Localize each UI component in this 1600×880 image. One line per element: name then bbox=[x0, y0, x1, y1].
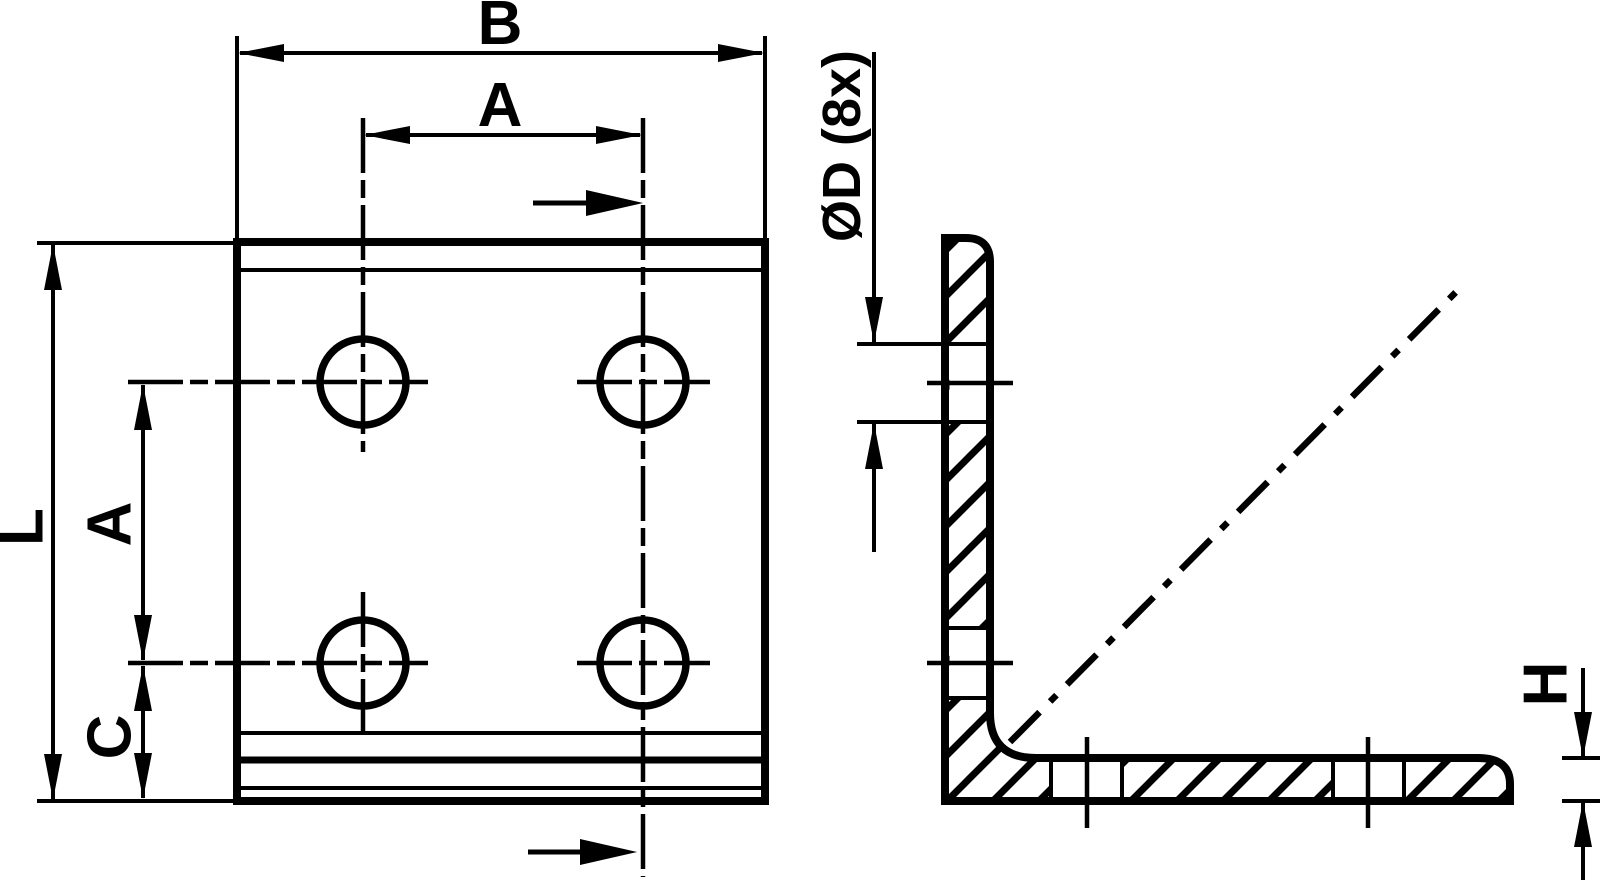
arrowhead-up-icon bbox=[134, 665, 152, 711]
section-hole-centerlines bbox=[927, 380, 1371, 828]
dim-L-label: L bbox=[0, 508, 57, 546]
plate-outline bbox=[233, 238, 769, 805]
arrowhead-right-icon bbox=[596, 126, 642, 144]
dim-H: H bbox=[1512, 662, 1600, 880]
arrowhead-left-icon bbox=[238, 44, 284, 62]
dim-H-label: H bbox=[1512, 662, 1581, 707]
section-outline bbox=[941, 234, 1514, 805]
arrowhead-up-icon bbox=[1574, 801, 1592, 847]
section-arrows bbox=[528, 190, 643, 865]
section-hole-edges bbox=[857, 342, 1406, 800]
front-view: B A L A bbox=[0, 0, 769, 877]
arrowhead-up-icon bbox=[134, 384, 152, 430]
dim-D: ØD (8x) bbox=[812, 50, 883, 552]
arrowhead-right-icon bbox=[718, 44, 764, 62]
section-arrow-top-icon bbox=[586, 190, 643, 216]
dim-A-left: A bbox=[76, 384, 152, 661]
arrowhead-up-icon bbox=[865, 423, 883, 469]
bisector-centerline bbox=[1007, 287, 1461, 745]
arrowhead-down-icon bbox=[134, 615, 152, 661]
dim-C: C bbox=[76, 665, 152, 799]
arrowhead-up-icon bbox=[44, 244, 62, 290]
dim-A-top: A bbox=[364, 71, 642, 144]
dim-B-label: B bbox=[478, 0, 523, 58]
arrowhead-left-icon bbox=[364, 126, 410, 144]
side-view: ØD (8x) H bbox=[812, 50, 1600, 880]
dim-A-left-label: A bbox=[76, 502, 145, 547]
centerlines bbox=[128, 118, 710, 877]
dim-D-label: ØD (8x) bbox=[812, 50, 872, 242]
dim-L: L bbox=[0, 241, 233, 803]
dim-A-top-label: A bbox=[478, 71, 523, 140]
dim-B: B bbox=[235, 0, 767, 240]
arrowhead-down-icon bbox=[865, 297, 883, 343]
dim-C-label: C bbox=[76, 715, 145, 760]
arrowhead-down-icon bbox=[44, 754, 62, 800]
section-arrow-bottom-icon bbox=[580, 839, 637, 865]
arrowhead-down-icon bbox=[1574, 712, 1592, 758]
arrowhead-down-icon bbox=[134, 753, 152, 799]
